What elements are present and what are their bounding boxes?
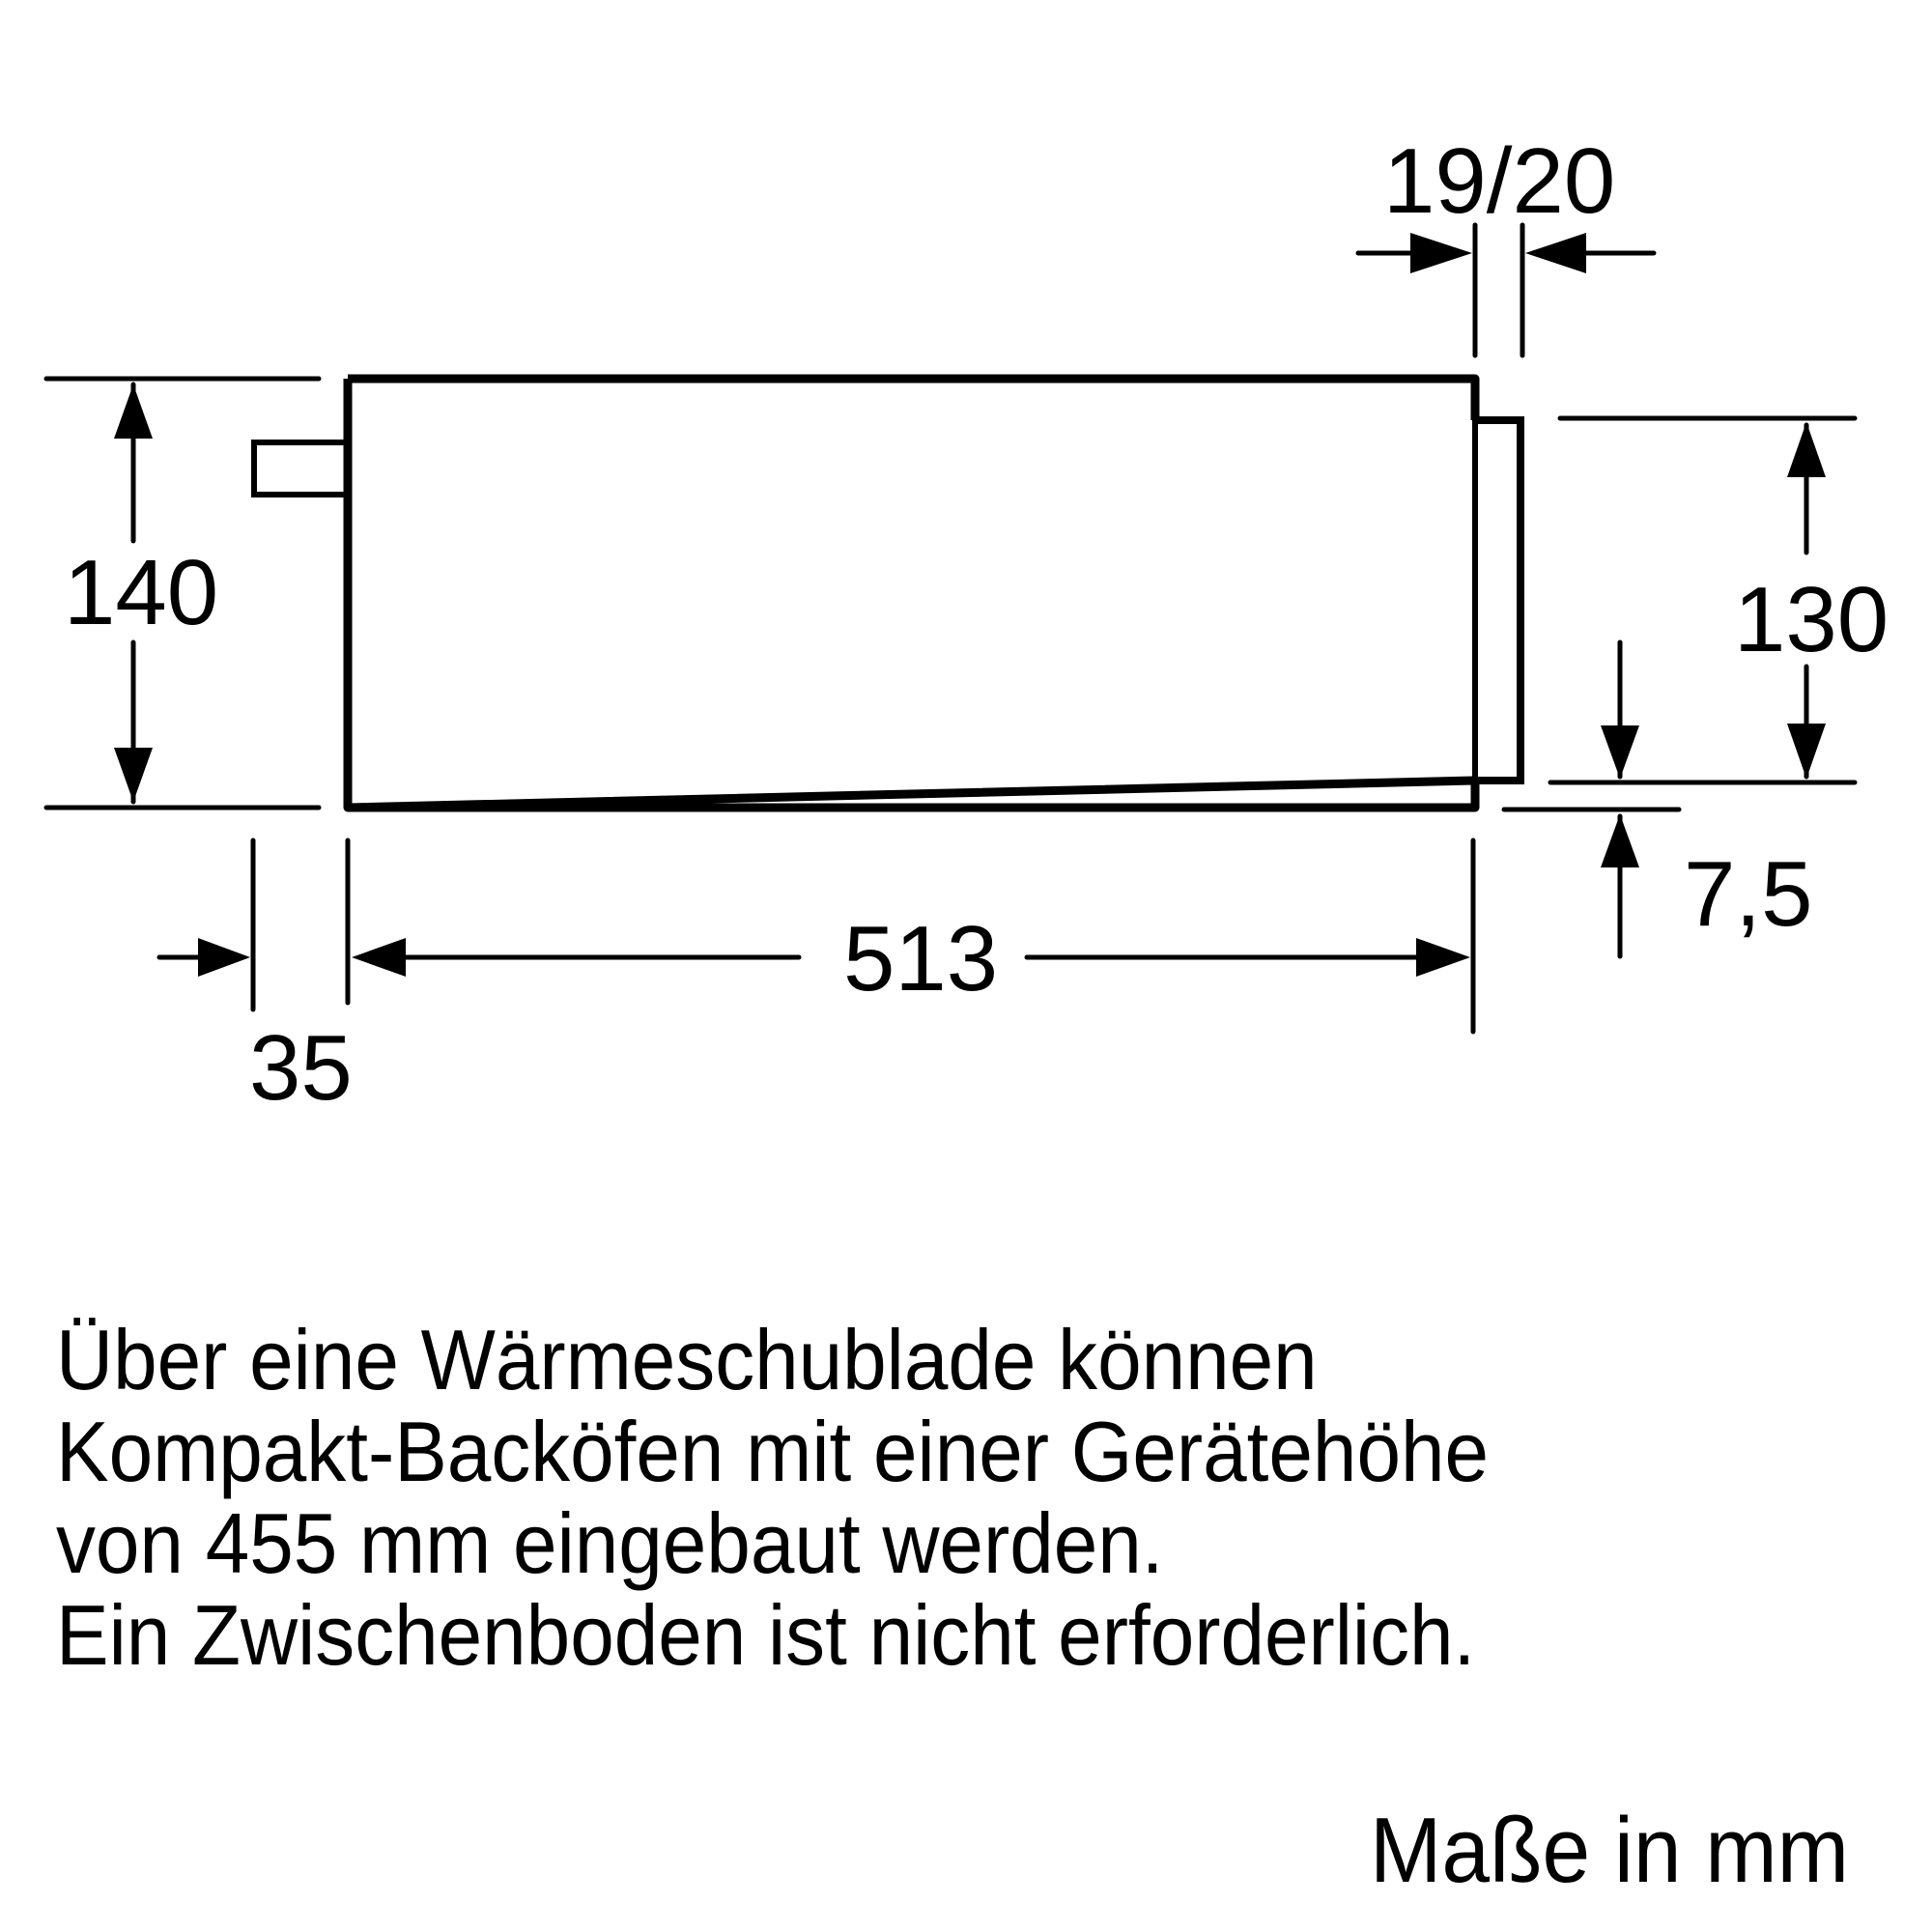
- installation-note: Über eine Wärmeschublade können Kompakt-…: [56, 1314, 1763, 1681]
- dimension-130: [1548, 415, 1858, 785]
- label-height-140: 140: [64, 541, 219, 644]
- dimension-19-20: [1355, 222, 1657, 358]
- units-note: Maße in mm: [1370, 1799, 1850, 1902]
- note-line: Über eine Wärmeschublade können: [56, 1312, 1318, 1407]
- dimension-140: [43, 376, 322, 810]
- note-line: von 455 mm eingebaut werden.: [56, 1495, 1164, 1591]
- label-height-130: 130: [1734, 568, 1889, 671]
- label-depth-513: 513: [843, 907, 999, 1010]
- drawer-body: [343, 374, 1480, 812]
- label-offset-7-5: 7,5: [1684, 842, 1813, 946]
- note-line: Ein Zwischenboden ist nicht erforderlich…: [56, 1587, 1476, 1683]
- label-thickness-19-20: 19/20: [1383, 129, 1616, 233]
- front-panel: [1472, 416, 1524, 784]
- note-line: Kompakt-Backöfen mit einer Gerätehöhe: [56, 1404, 1490, 1499]
- rear-connector: [251, 440, 351, 497]
- dimension-7-5: [1501, 639, 1682, 959]
- dimension-513: [345, 838, 1476, 1035]
- dimension-35: [156, 838, 256, 1012]
- label-handle-35: 35: [249, 1016, 353, 1120]
